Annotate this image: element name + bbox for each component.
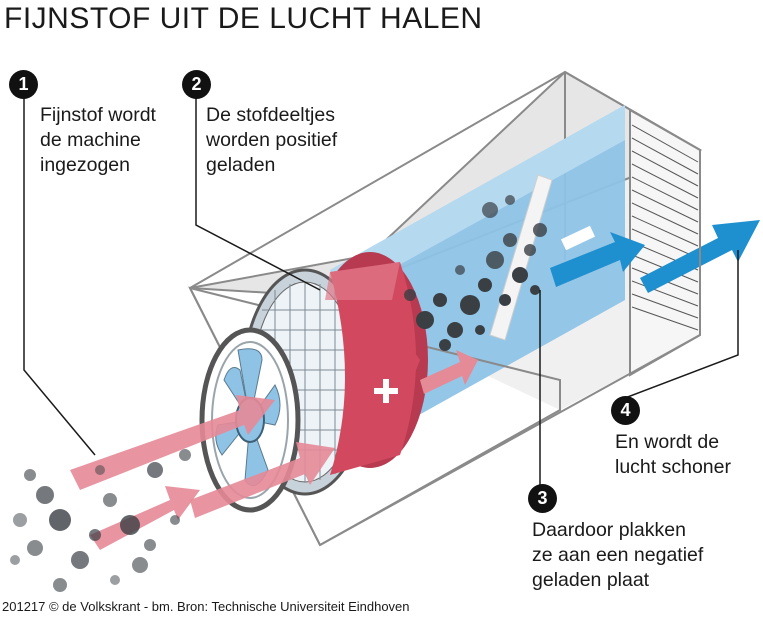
leader-lines — [23, 98, 739, 485]
intake-arrow-bottom — [90, 486, 200, 550]
step-3-badge: 3 — [528, 484, 557, 513]
negative-charge-mark — [560, 225, 596, 251]
charged-arrow — [420, 350, 478, 394]
step-1-badge: 1 — [9, 70, 38, 99]
dust-particles — [10, 195, 547, 592]
positive-charge-mark — [374, 379, 398, 403]
step-4-badge: 4 — [611, 396, 640, 425]
intake-arrow-lower — [190, 442, 335, 518]
ionizer-band — [330, 262, 416, 475]
step-2-badge: 2 — [182, 70, 211, 99]
intake-arrow-top — [70, 395, 275, 490]
page-title: FIJNSTOF UIT DE LUCHT HALEN — [4, 2, 483, 35]
clean-air-arrow-inner — [550, 232, 645, 287]
source-credit: 201217 © de Volkskrant - bm. Bron: Techn… — [2, 599, 410, 614]
